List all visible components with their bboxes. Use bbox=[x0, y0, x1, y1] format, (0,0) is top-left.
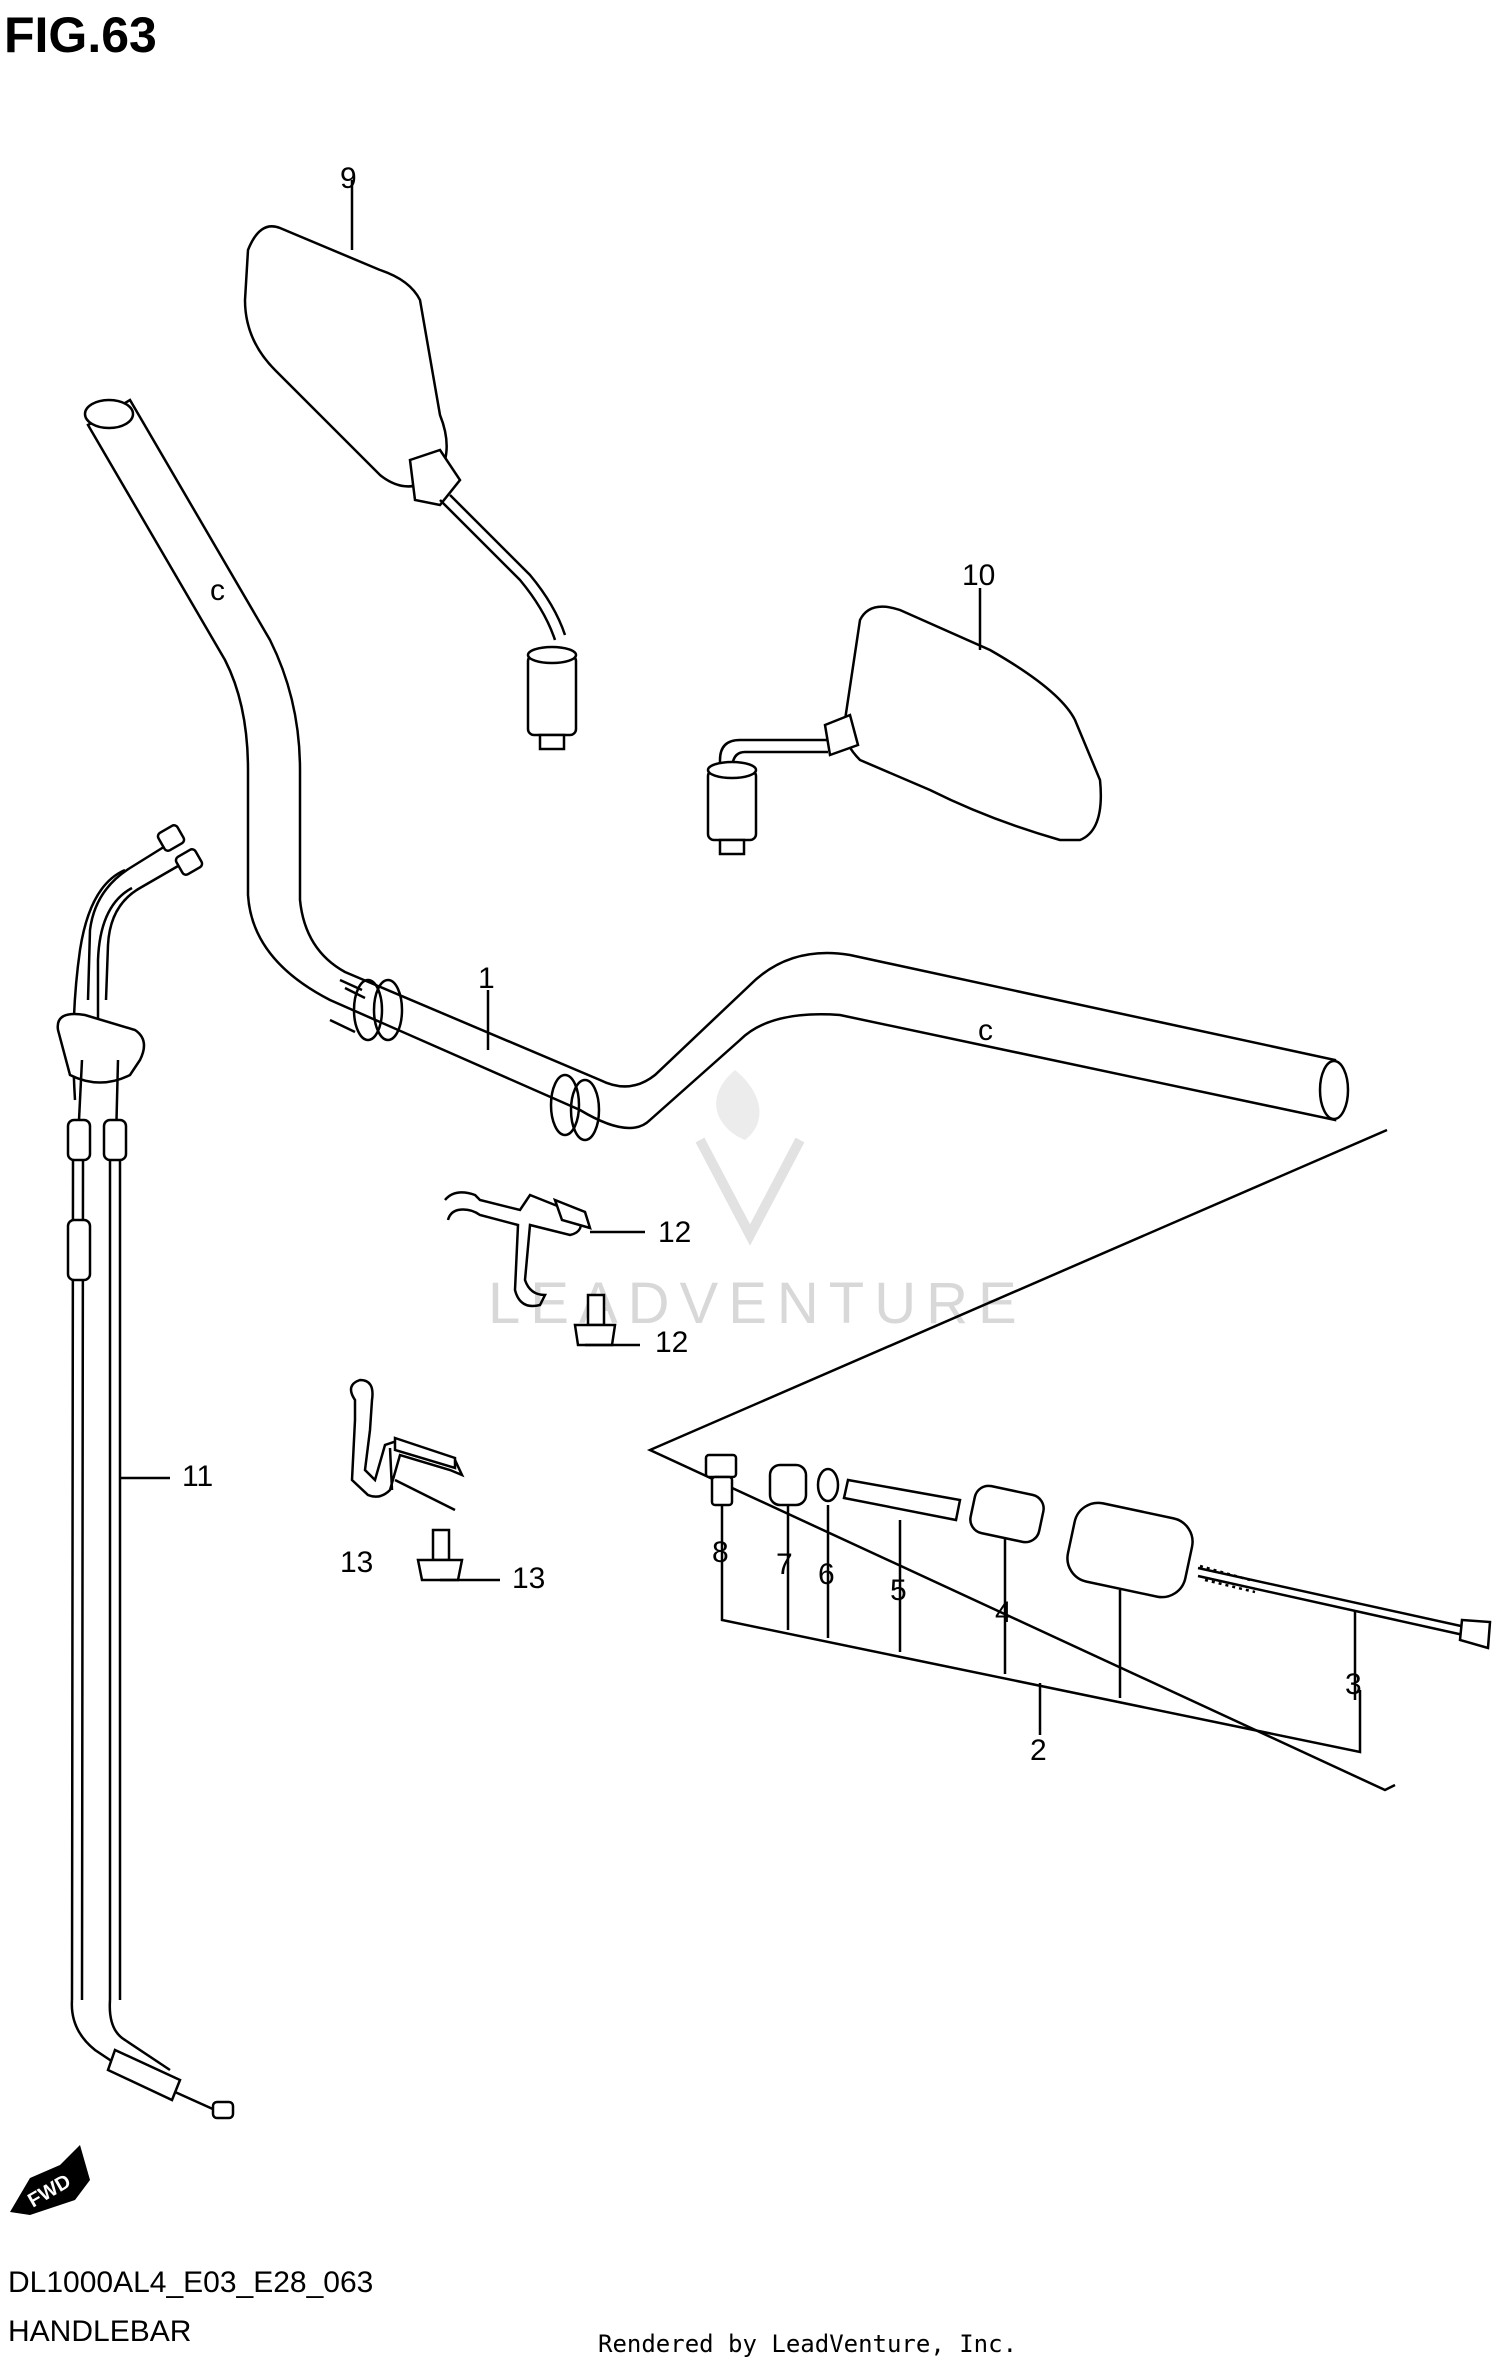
watermark-logo bbox=[695, 1070, 805, 1246]
section-name: HANDLEBAR bbox=[8, 2315, 192, 2348]
svg-text:c: c bbox=[978, 1014, 993, 1047]
callout-7: 7 bbox=[776, 1548, 793, 1581]
callout-5: 5 bbox=[890, 1574, 907, 1607]
mirror-right[interactable] bbox=[706, 605, 1102, 856]
bolt-13b[interactable] bbox=[416, 1528, 464, 1582]
rendered-by: Rendered by LeadVenture, Inc. bbox=[598, 2330, 1018, 2358]
svg-text:c: c bbox=[210, 574, 225, 607]
callout-13b: 13 bbox=[512, 1562, 545, 1595]
fwd-arrow-icon: FWD bbox=[10, 2145, 90, 2215]
cable-guide-14[interactable] bbox=[349, 1378, 465, 1498]
callout-13a: 12 bbox=[655, 1326, 688, 1359]
figure-title: FIG.63 bbox=[4, 7, 157, 63]
callout-1: 1 bbox=[478, 962, 495, 995]
callout-10: 10 bbox=[962, 559, 995, 592]
cable-guide-12[interactable] bbox=[444, 1191, 592, 1308]
model-code: DL1000AL4_E03_E28_063 bbox=[8, 2266, 374, 2299]
callout-2: 2 bbox=[1030, 1734, 1047, 1767]
callout-14: 13 bbox=[340, 1546, 373, 1579]
handlebar[interactable]: c c bbox=[83, 398, 1350, 1142]
callout-4: 4 bbox=[995, 1596, 1012, 1629]
bolt-13a[interactable] bbox=[573, 1293, 617, 1347]
throttle-cable[interactable] bbox=[56, 824, 235, 2120]
callout-9: 9 bbox=[340, 162, 357, 195]
leader-lines bbox=[120, 180, 1362, 1754]
bar-end-assembly[interactable] bbox=[646, 1128, 1492, 1792]
callout-12: 12 bbox=[658, 1216, 691, 1249]
callout-11: 11 bbox=[182, 1460, 213, 1493]
callout-8: 8 bbox=[712, 1536, 729, 1569]
callout-3: 3 bbox=[1345, 1668, 1362, 1701]
mirror-left[interactable] bbox=[243, 225, 578, 751]
callout-6: 6 bbox=[818, 1558, 835, 1591]
